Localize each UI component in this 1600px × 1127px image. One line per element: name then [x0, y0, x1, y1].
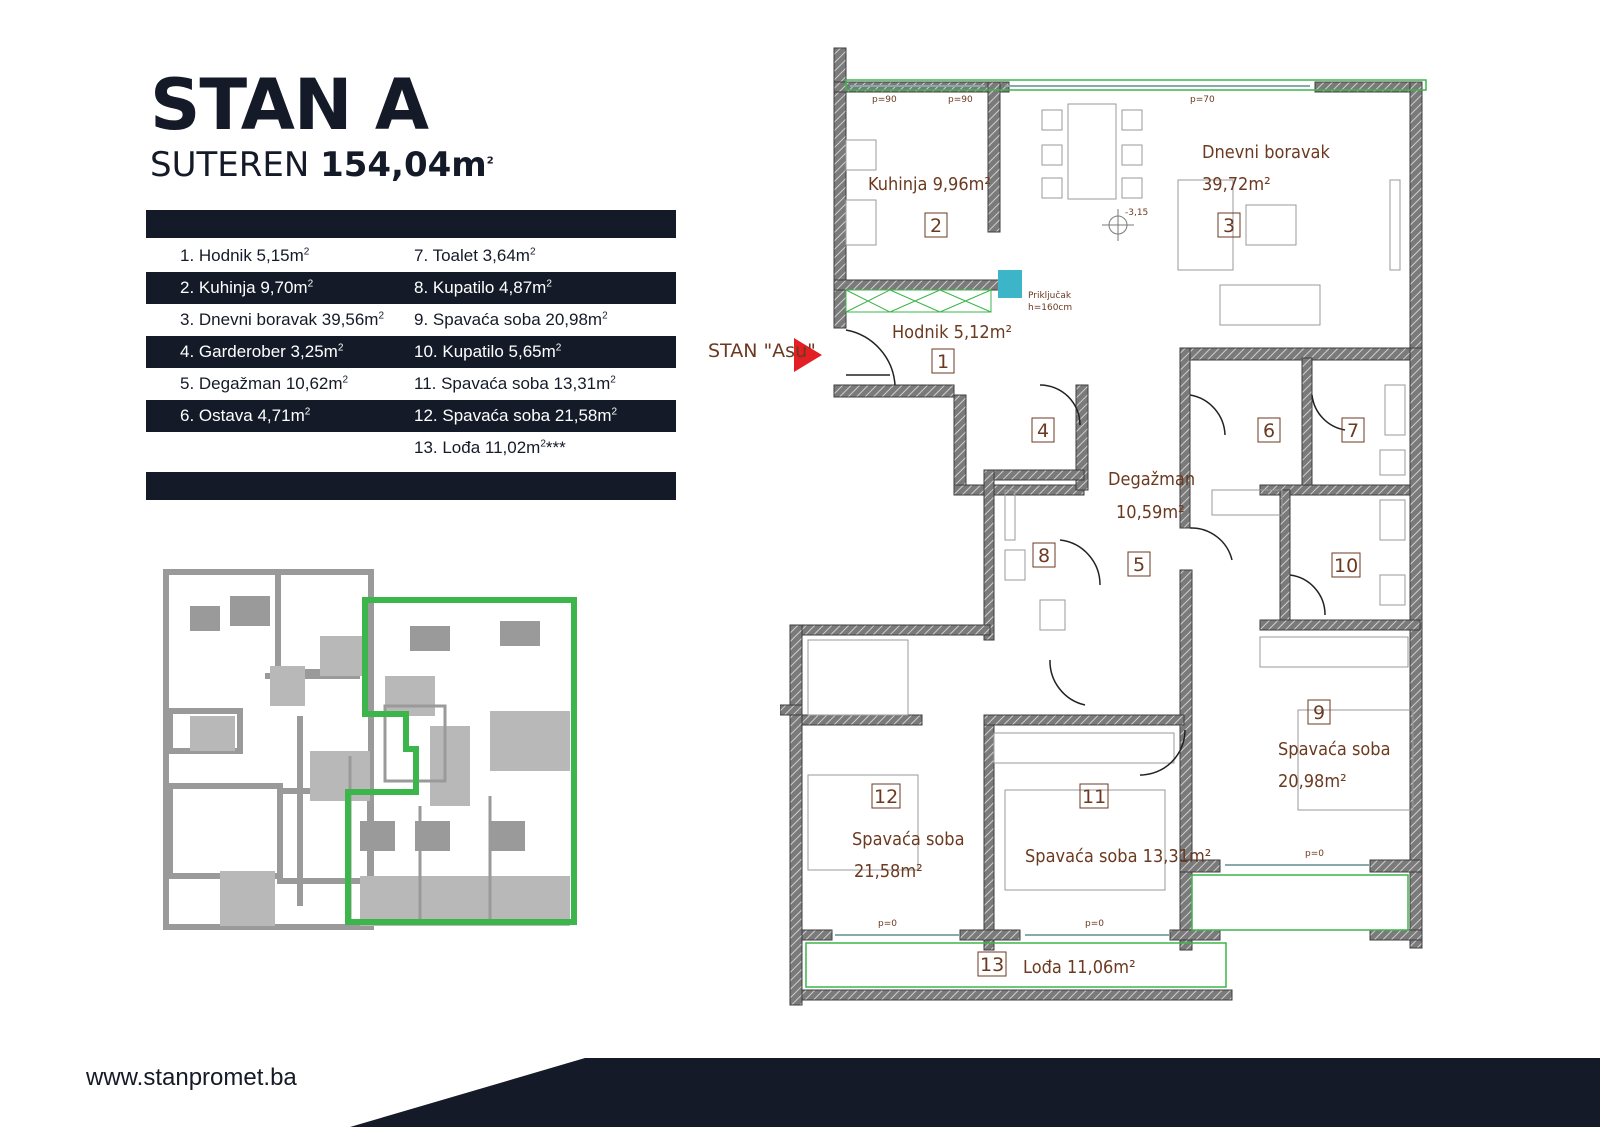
total-area: 154,04m2: [320, 145, 494, 185]
room-number: 12: [874, 786, 898, 808]
room-label-living-area: 39,72m²: [1202, 174, 1271, 195]
room-row: 4. Garderober 3,25m2 10. Kupatilo 5,65m2: [146, 336, 676, 368]
room-number: 10: [1334, 555, 1358, 577]
sofa: [1177, 179, 1234, 271]
room-row: 6. Ostava 4,71m2 12. Spavaća soba 21,58m…: [146, 400, 676, 432]
floor-plan: 2 3 1 4 5 6 7 8 9 10 11 12 13 Kuhinja 9,…: [780, 47, 1427, 1006]
apartment-title: STAN A: [150, 64, 429, 146]
room-label-living: Dnevni boravak: [1202, 142, 1330, 163]
parapet-mark: p=90: [948, 95, 973, 105]
connection-height: h=160cm: [1028, 303, 1072, 313]
parapet-mark: p=70: [1190, 95, 1215, 105]
level-value: -3,15: [1125, 208, 1148, 218]
exterior-wall-east: [1409, 81, 1423, 353]
loggia-outline: [805, 942, 1227, 988]
room-label-bedroom-9: Spavaća soba: [1278, 739, 1391, 760]
room-label-hallway: Hodnik 5,12m²: [892, 322, 1012, 343]
entry-arrow-icon: [794, 338, 822, 372]
room-row: 1. Hodnik 5,15m2 7. Toalet 3,64m2: [180, 246, 536, 265]
room-number: 1: [937, 351, 949, 373]
parapet-mark: p=0: [878, 919, 897, 929]
heater-icon: [998, 270, 1022, 298]
entry-label: STAN "Asu": [708, 340, 816, 362]
website-link[interactable]: www.stanpromet.ba: [86, 1064, 297, 1091]
connection-label: Priključak: [1028, 290, 1072, 301]
room-row: 2. Kuhinja 9,70m2 8. Kupatilo 4,87m2: [146, 272, 676, 304]
room-row: 3. Dnevni boravak 39,56m2 9. Spavaća sob…: [180, 310, 608, 329]
room-number: 11: [1082, 786, 1106, 808]
parapet-mark: p=0: [1305, 849, 1324, 859]
parapet-mark: p=90: [872, 95, 897, 105]
dining-table: [1067, 103, 1117, 200]
room-label-bedroom-12: Spavaća soba: [852, 829, 965, 850]
bed: [807, 774, 919, 871]
table-bottom-bar: [146, 472, 676, 500]
room-number: 3: [1223, 215, 1235, 237]
room-row: 13. Lođa 11,02m2***: [414, 438, 566, 457]
room-label-bedroom-9-area: 20,98m²: [1278, 771, 1347, 792]
room-number: 9: [1313, 702, 1325, 724]
room-number: 4: [1037, 420, 1049, 442]
level-name: SUTEREN: [150, 145, 310, 185]
room-number: 13: [980, 954, 1004, 976]
building-key-plan: [163, 569, 577, 930]
parapet-mark: p=0: [1085, 919, 1104, 929]
exterior-wall-southwest: [789, 624, 803, 1006]
room-number: 7: [1347, 420, 1359, 442]
room-label-corridor-area: 10,59m²: [1116, 502, 1185, 523]
room-number: 2: [930, 215, 942, 237]
room-label-corridor: Degažman: [1108, 469, 1195, 490]
footer-band: [350, 1058, 1600, 1127]
room-label-bedroom-11: Spavaća soba 13,31m²: [1025, 846, 1211, 867]
table-top-bar: [146, 210, 676, 238]
level-mark-icon: [1102, 209, 1134, 241]
room-number: 8: [1038, 545, 1050, 567]
room-label-bedroom-12-area: 21,58m²: [854, 861, 923, 882]
room-label-loggia: Lođa 11,06m²: [1023, 957, 1136, 978]
room-list: 1. Hodnik 5,15m2 7. Toalet 3,64m2 2. Kuh…: [146, 240, 676, 464]
room-label-kitchen: Kuhinja 9,96m²: [868, 174, 991, 195]
room-number: 6: [1263, 420, 1275, 442]
room-number: 5: [1133, 554, 1145, 576]
exterior-wall-west: [833, 47, 847, 329]
apartment-subtitle: SUTEREN 154,04m2: [150, 148, 494, 182]
key-plan-left-wing: [163, 569, 374, 930]
apartment-highlight-outline: [345, 597, 577, 925]
room-row: 5. Degažman 10,62m2 11. Spavaća soba 13,…: [180, 374, 616, 393]
